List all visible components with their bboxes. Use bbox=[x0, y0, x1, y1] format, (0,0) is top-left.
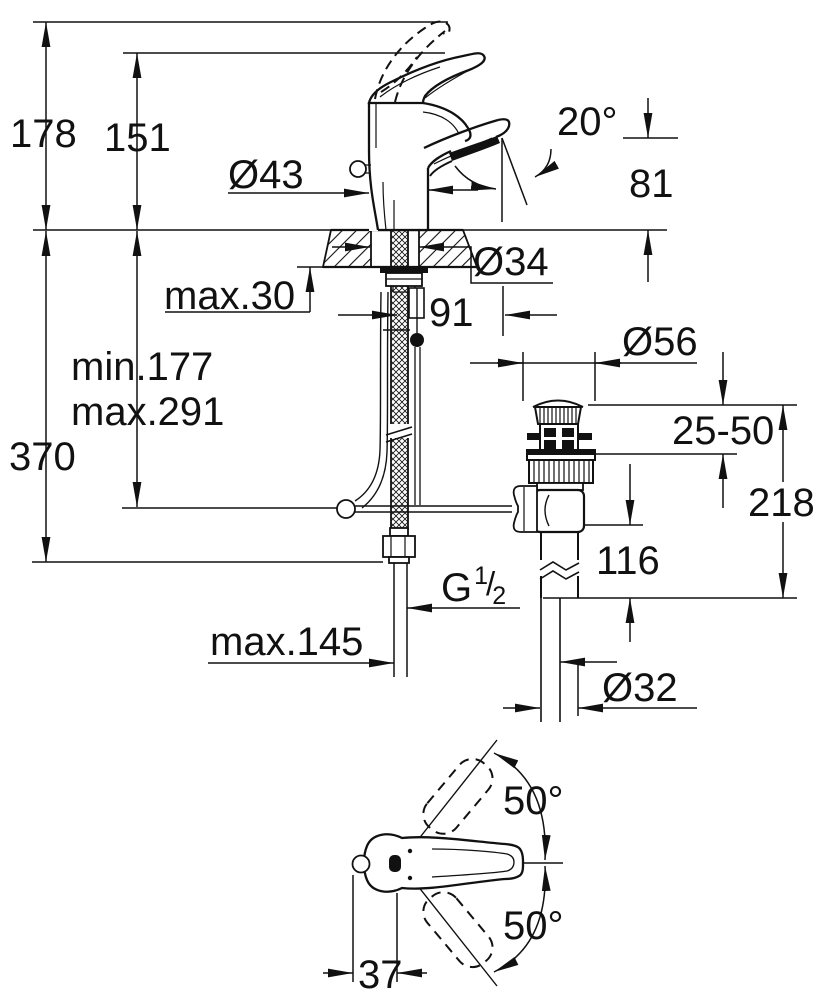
label-overall-height: 178 bbox=[10, 112, 77, 156]
lever-handle bbox=[367, 52, 486, 105]
supply-hose bbox=[354, 230, 428, 677]
label-swivel-lower: 50° bbox=[503, 904, 564, 948]
lever-handle-raised bbox=[374, 20, 451, 103]
side-view bbox=[32, 20, 819, 722]
label-lever-offset: 37 bbox=[358, 953, 403, 997]
wing-nut bbox=[512, 485, 538, 533]
label-waste-height: 218 bbox=[748, 481, 815, 525]
plan-dimensions bbox=[323, 875, 427, 982]
pop-up-knob bbox=[410, 333, 424, 347]
label-thread-size: G1/2 bbox=[441, 562, 506, 610]
label-tailpipe-diameter: Ø32 bbox=[602, 666, 678, 710]
label-outlet-height: 81 bbox=[629, 162, 674, 206]
pop-up-waste bbox=[512, 399, 596, 722]
faucet-body bbox=[349, 101, 511, 232]
label-basin-thickness: 25-50 bbox=[672, 409, 774, 453]
plan-pull-knob bbox=[351, 854, 371, 874]
label-swivel-upper: 50° bbox=[503, 779, 564, 823]
label-body-height: 151 bbox=[104, 116, 171, 160]
label-supply-length: max.145 bbox=[210, 620, 363, 664]
plan-lever-rotated bbox=[422, 757, 494, 969]
label-rod-offset: 91 bbox=[429, 291, 474, 335]
pull-rod-knob bbox=[349, 160, 367, 178]
label-deck-thickness: max.30 bbox=[164, 274, 295, 318]
aerator bbox=[449, 136, 500, 161]
label-hole-diameter: Ø34 bbox=[473, 240, 549, 284]
dimension-labels: 178 151 Ø43 20° 81 Ø34 max.30 91 min.177… bbox=[9, 100, 815, 997]
pop-up-lever-rod bbox=[336, 499, 512, 519]
label-hose-length: 370 bbox=[9, 435, 76, 479]
label-waste-cap-diameter: Ø56 bbox=[622, 320, 698, 364]
label-spout-angle: 20° bbox=[557, 100, 618, 144]
label-body-diameter: Ø43 bbox=[228, 153, 304, 197]
label-waste-outlet-height: 116 bbox=[596, 539, 660, 583]
plan-view bbox=[323, 739, 563, 987]
plan-faucet bbox=[351, 833, 525, 893]
label-hose-max: max.291 bbox=[71, 390, 224, 434]
dimension-lines bbox=[41, 22, 788, 713]
label-hose-min: min.177 bbox=[71, 345, 213, 389]
